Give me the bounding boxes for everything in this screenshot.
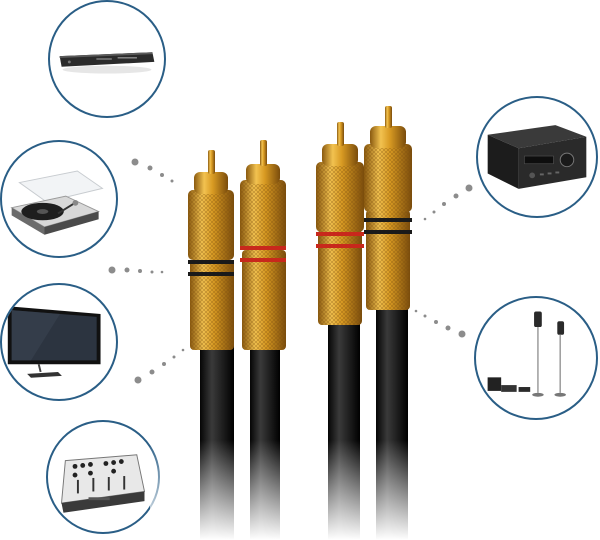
television-icon xyxy=(0,283,118,401)
turntable-icon xyxy=(0,140,118,258)
home-theater-speakers-icon xyxy=(474,296,598,420)
rca-cable-plugs xyxy=(150,106,450,540)
dj-mixer-icon xyxy=(46,420,160,534)
blu-ray-player-icon xyxy=(48,0,166,118)
av-receiver-icon xyxy=(476,96,598,218)
